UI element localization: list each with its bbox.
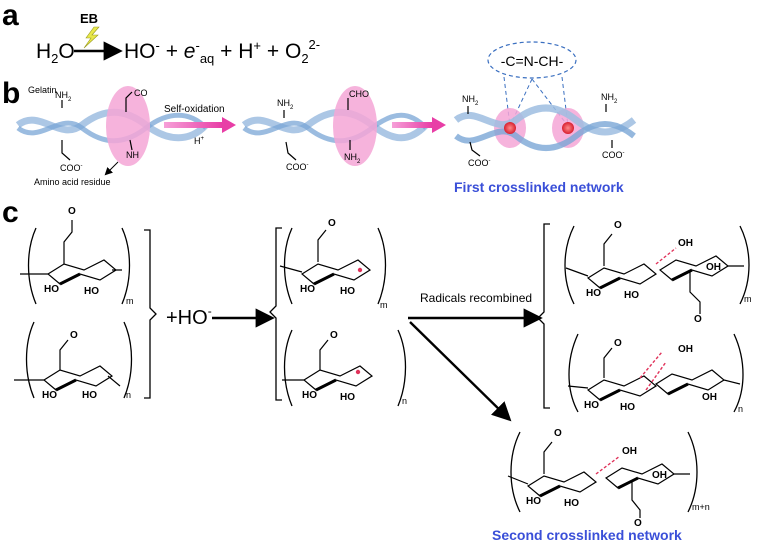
panel-label-c: c — [2, 196, 19, 229]
svg-text:O: O — [330, 330, 338, 341]
panel-label-b: b — [2, 77, 20, 110]
gelatin-label: Gelatin — [28, 85, 57, 95]
svg-text:COO-: COO- — [60, 163, 83, 173]
svg-text:COO-: COO- — [602, 150, 625, 160]
svg-text:n: n — [126, 390, 131, 400]
svg-text:O: O — [694, 314, 702, 325]
svg-text:HO: HO — [84, 286, 99, 297]
svg-text:n: n — [738, 404, 743, 414]
svg-text:HO: HO — [620, 402, 635, 413]
svg-text:HO: HO — [584, 400, 599, 411]
first-network-label: First crosslinked network — [454, 179, 624, 195]
self-oxidation-arrow: Self-oxidation H+ — [164, 104, 236, 146]
svg-text:OH: OH — [678, 238, 693, 249]
amino-acid-label: Amino acid residue — [34, 177, 111, 187]
svg-text:HO: HO — [44, 284, 59, 295]
svg-text:HO: HO — [624, 290, 639, 301]
pink-highlight — [333, 86, 377, 166]
svg-text:HO: HO — [340, 392, 355, 403]
svg-text:HO: HO — [302, 390, 317, 401]
reactant-h2o: H2O — [36, 40, 75, 66]
svg-text:HO: HO — [82, 390, 97, 401]
svg-text:NH2: NH2 — [601, 92, 618, 105]
svg-text:O: O — [614, 338, 622, 349]
lightning-icon — [83, 26, 100, 49]
eb-label: EB — [80, 11, 98, 26]
imine-bubble: -C=N-CH- — [487, 41, 577, 127]
svg-text:m: m — [380, 300, 388, 310]
svg-text:NH: NH — [126, 150, 139, 160]
radicals-recombined-label: Radicals recombined — [420, 291, 532, 305]
gelatin-helix-2: NH2 COO- CHO NH2 — [241, 86, 429, 172]
crosslink-arrow — [392, 117, 446, 133]
pink-highlight — [106, 86, 150, 166]
svg-text:OH: OH — [678, 344, 693, 355]
svg-text:m+n: m+n — [692, 502, 710, 512]
svg-text:OH: OH — [652, 470, 667, 481]
svg-text:NH2: NH2 — [277, 98, 294, 111]
svg-text:O: O — [554, 428, 562, 439]
svg-text:NH2: NH2 — [344, 152, 361, 165]
svg-text:m: m — [126, 296, 134, 306]
second-network-label: Second crosslinked network — [492, 527, 682, 543]
svg-text:O: O — [634, 518, 642, 529]
crosslinked-dimer-n: O HO HO OH OH n — [567, 333, 744, 414]
svg-text:O: O — [328, 218, 336, 229]
radical-bracket — [269, 227, 282, 401]
svg-text:CHO: CHO — [349, 89, 369, 99]
imine-formula: -C=N-CH- — [501, 53, 564, 69]
svg-text:O: O — [614, 220, 622, 231]
radical-dot — [357, 267, 363, 273]
products-a: HO- + e-aq + H+ + O22- — [124, 37, 320, 66]
gelatin-helix-1: NH2 COO- CO NH Amino acid residue — [15, 86, 209, 187]
svg-text:COO-: COO- — [468, 158, 491, 168]
svg-text:HO: HO — [586, 288, 601, 299]
cmc-unit-n: O HO HO n — [14, 321, 133, 401]
svg-text:n: n — [402, 396, 407, 406]
svg-text:HO: HO — [42, 390, 57, 401]
product-bracket — [537, 223, 550, 409]
crosslinked-dimer-m: O HO HO OH OH O m — [564, 220, 752, 325]
radical-dot — [355, 369, 361, 375]
svg-text:OH: OH — [622, 446, 637, 457]
svg-text:HO: HO — [300, 284, 315, 295]
crosslink-node — [504, 122, 516, 134]
radical-unit-n: O HO HO n — [282, 329, 407, 407]
svg-text:NH2: NH2 — [55, 90, 72, 103]
svg-text:OH: OH — [706, 262, 721, 273]
svg-text:m: m — [744, 294, 752, 304]
svg-text:HO: HO — [526, 496, 541, 507]
reaction-a: H2O EB HO- + e-aq + H+ + O22- — [36, 11, 320, 66]
plus-hydroxide: +HO- — [166, 304, 212, 329]
second-network-arrow — [409, 321, 512, 422]
radical-unit-m: O HO HO m — [279, 218, 388, 310]
svg-text:O: O — [68, 206, 76, 217]
svg-text:HO: HO — [564, 498, 579, 509]
panel-label-a: a — [2, 0, 19, 32]
crosslink-node — [562, 122, 574, 134]
svg-text:OH: OH — [702, 392, 717, 403]
svg-text:COO-: COO- — [286, 162, 309, 172]
svg-text:NH2: NH2 — [462, 94, 479, 107]
svg-text:HO: HO — [340, 286, 355, 297]
crosslinked-dimer-mn: O HO HO OH OH O m+n — [507, 428, 710, 529]
svg-text:H+: H+ — [194, 136, 205, 146]
cmc-unit-m: O HO HO m — [20, 206, 134, 306]
svg-text:Self-oxidation: Self-oxidation — [164, 104, 225, 115]
combine-bracket — [144, 229, 157, 399]
svg-text:O: O — [70, 330, 78, 341]
crosslinked-helix: NH2 COO- NH2 COO- — [453, 92, 637, 168]
svg-text:CO: CO — [134, 88, 148, 98]
